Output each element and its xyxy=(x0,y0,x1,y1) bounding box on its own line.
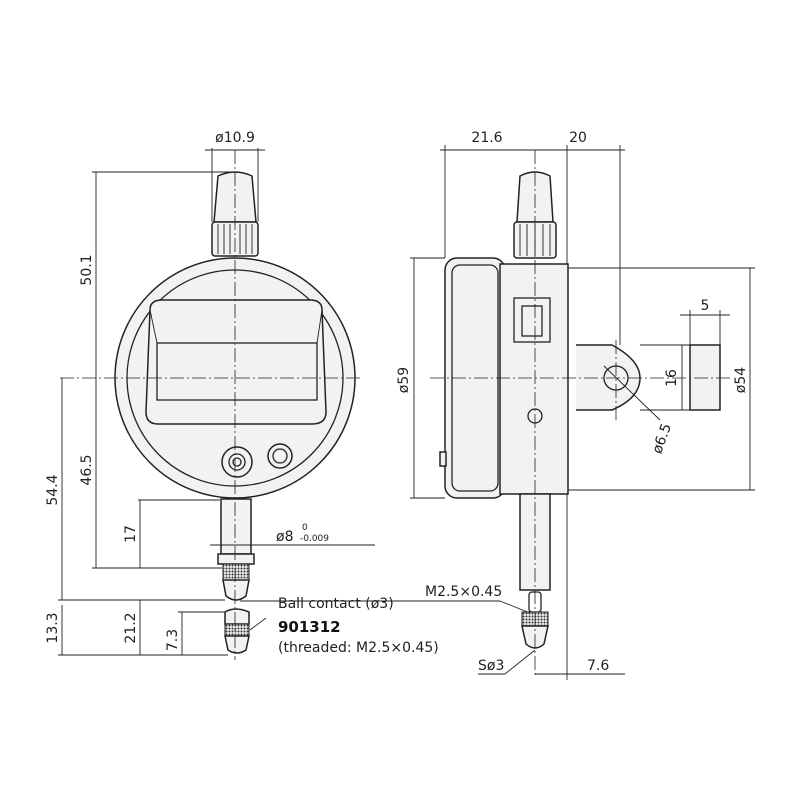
ball-contact-note: (threaded: M2.5×0.45) xyxy=(278,640,439,656)
dim-tip-offset: 7.6 xyxy=(587,658,609,674)
lcd-display xyxy=(156,342,318,401)
dim-stem-diameter: ø8 xyxy=(276,529,293,545)
origin-button[interactable] xyxy=(221,446,253,478)
dim-ball: Sø3 xyxy=(478,658,504,674)
dim-cap-height: 50.1 xyxy=(79,254,95,285)
dim-center-to-stem: 46.5 xyxy=(79,454,95,485)
dim-total-lower: 54.4 xyxy=(45,474,61,505)
ball-contact-label: Ball contact (ø3) xyxy=(278,596,394,612)
dim-lug-span: ø54 xyxy=(733,367,749,393)
mode-button[interactable] xyxy=(267,443,293,469)
front-view: ø10.9 50.1 54.4 46.5 17 13.3 21.2 7.3 ø8… xyxy=(45,130,440,660)
dim-cap-diameter: ø10.9 xyxy=(215,130,255,146)
dim-back-depth: 20 xyxy=(569,130,587,146)
dim-thread: M2.5×0.45 xyxy=(425,584,502,600)
dim-contact-length: 13.3 xyxy=(45,612,61,643)
dim-stem-tol-upper: 0 xyxy=(302,523,308,533)
dim-stem-length: 17 xyxy=(123,525,139,543)
side-view: 21.6 20 ø59 16 5 ø54 ø6.5 M2.5×0.45 Sø3 … xyxy=(396,130,755,680)
dim-stem-tol-lower: -0.009 xyxy=(300,534,329,544)
dim-front-depth: 21.6 xyxy=(471,130,502,146)
dim-ball-length: 7.3 xyxy=(165,629,181,651)
dim-side-diameter: ø59 xyxy=(396,367,412,393)
dim-contact-offset: 21.2 xyxy=(123,612,139,643)
dim-lug-hole: ø6.5 xyxy=(649,421,675,455)
dim-lug-thickness: 5 xyxy=(701,298,710,314)
ball-contact-part-number: 901312 xyxy=(278,618,341,636)
dim-lug-height: 16 xyxy=(664,369,680,387)
